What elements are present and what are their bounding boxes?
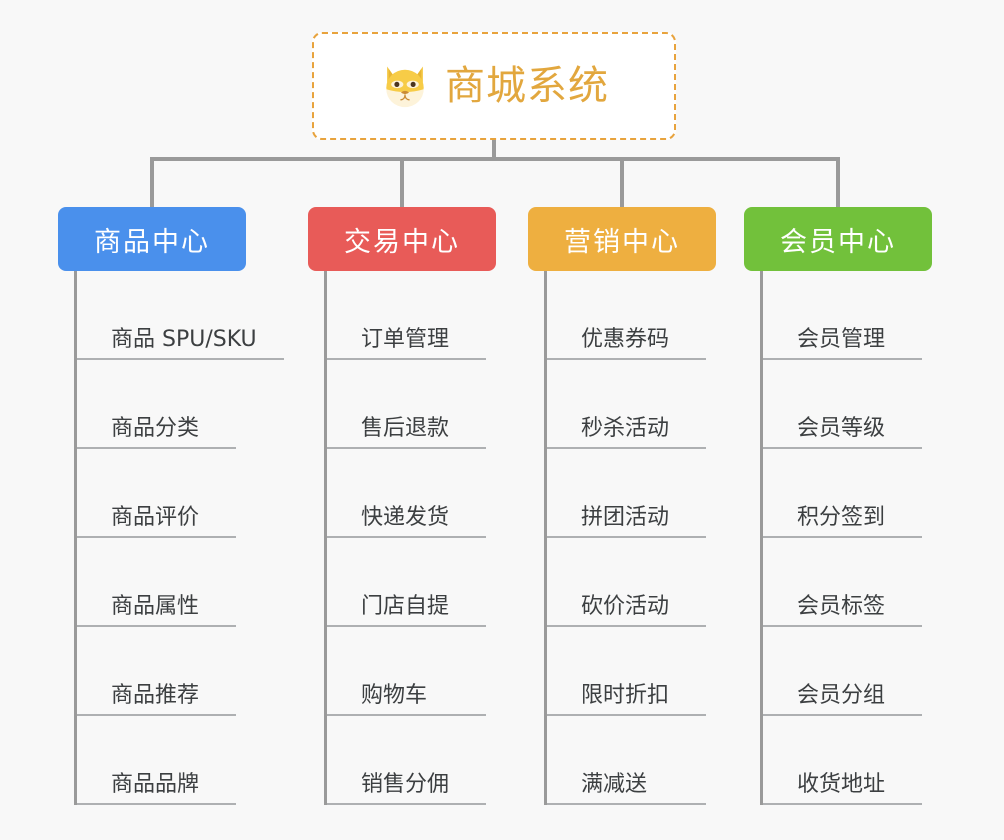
leaf-item[interactable]: 秒杀活动 (547, 360, 706, 449)
branch-label: 营销中心 (564, 226, 680, 258)
leaf-list-member-center: 会员管理 会员等级 积分签到 会员标签 会员分组 收货地址 (760, 271, 932, 805)
leaf-item[interactable]: 商品评价 (77, 449, 236, 538)
connector-drop-2 (400, 157, 404, 207)
leaf-item[interactable]: 会员分组 (763, 627, 922, 716)
leaf-list-product-center: 商品 SPU/SKU 商品分类 商品评价 商品属性 商品推荐 商品品牌 (74, 271, 284, 805)
branch-marketing-center: 营销中心 优惠券码 秒杀活动 拼团活动 砍价活动 限时折扣 满减送 (528, 207, 716, 805)
leaf-list-marketing-center: 优惠券码 秒杀活动 拼团活动 砍价活动 限时折扣 满减送 (544, 271, 716, 805)
connector-drop-1 (150, 157, 154, 207)
leaf-item[interactable]: 会员等级 (763, 360, 922, 449)
leaf-list-trade-center: 订单管理 售后退款 快递发货 门店自提 购物车 销售分佣 (324, 271, 496, 805)
connector-horizontal-bus (150, 157, 840, 161)
leaf-item[interactable]: 门店自提 (327, 538, 486, 627)
root-title: 商城系统 (445, 63, 609, 109)
leaf-item[interactable]: 满减送 (547, 716, 706, 805)
branch-label: 交易中心 (344, 226, 460, 258)
leaf-item[interactable]: 会员管理 (763, 271, 922, 360)
leaf-item[interactable]: 商品分类 (77, 360, 236, 449)
connector-drop-4 (836, 157, 840, 207)
leaf-item[interactable]: 积分签到 (763, 449, 922, 538)
shiba-dog-face-icon (386, 66, 424, 108)
leaf-item[interactable]: 订单管理 (327, 271, 486, 360)
leaf-item[interactable]: 购物车 (327, 627, 486, 716)
leaf-item[interactable]: 销售分佣 (327, 716, 486, 805)
root-node-mall-system[interactable]: 商城系统 (312, 32, 676, 140)
connector-root-stem (492, 140, 496, 159)
connector-drop-3 (620, 157, 624, 207)
branch-header-marketing-center[interactable]: 营销中心 (528, 207, 716, 271)
leaf-item[interactable]: 拼团活动 (547, 449, 706, 538)
leaf-item[interactable]: 收货地址 (763, 716, 922, 805)
branch-trade-center: 交易中心 订单管理 售后退款 快递发货 门店自提 购物车 销售分佣 (308, 207, 496, 805)
leaf-item[interactable]: 商品 SPU/SKU (77, 271, 284, 360)
leaf-item[interactable]: 商品推荐 (77, 627, 236, 716)
branch-label: 商品中心 (94, 226, 210, 258)
leaf-item[interactable]: 限时折扣 (547, 627, 706, 716)
branch-label: 会员中心 (780, 226, 896, 258)
leaf-item[interactable]: 优惠券码 (547, 271, 706, 360)
branch-header-trade-center[interactable]: 交易中心 (308, 207, 496, 271)
leaf-item[interactable]: 商品属性 (77, 538, 236, 627)
branch-header-member-center[interactable]: 会员中心 (744, 207, 932, 271)
branch-member-center: 会员中心 会员管理 会员等级 积分签到 会员标签 会员分组 收货地址 (744, 207, 932, 805)
leaf-item[interactable]: 快递发货 (327, 449, 486, 538)
leaf-item[interactable]: 会员标签 (763, 538, 922, 627)
leaf-item[interactable]: 售后退款 (327, 360, 486, 449)
leaf-item[interactable]: 砍价活动 (547, 538, 706, 627)
branch-product-center: 商品中心 商品 SPU/SKU 商品分类 商品评价 商品属性 商品推荐 商品品牌 (58, 207, 284, 805)
leaf-item[interactable]: 商品品牌 (77, 716, 236, 805)
branch-header-product-center[interactable]: 商品中心 (58, 207, 246, 271)
